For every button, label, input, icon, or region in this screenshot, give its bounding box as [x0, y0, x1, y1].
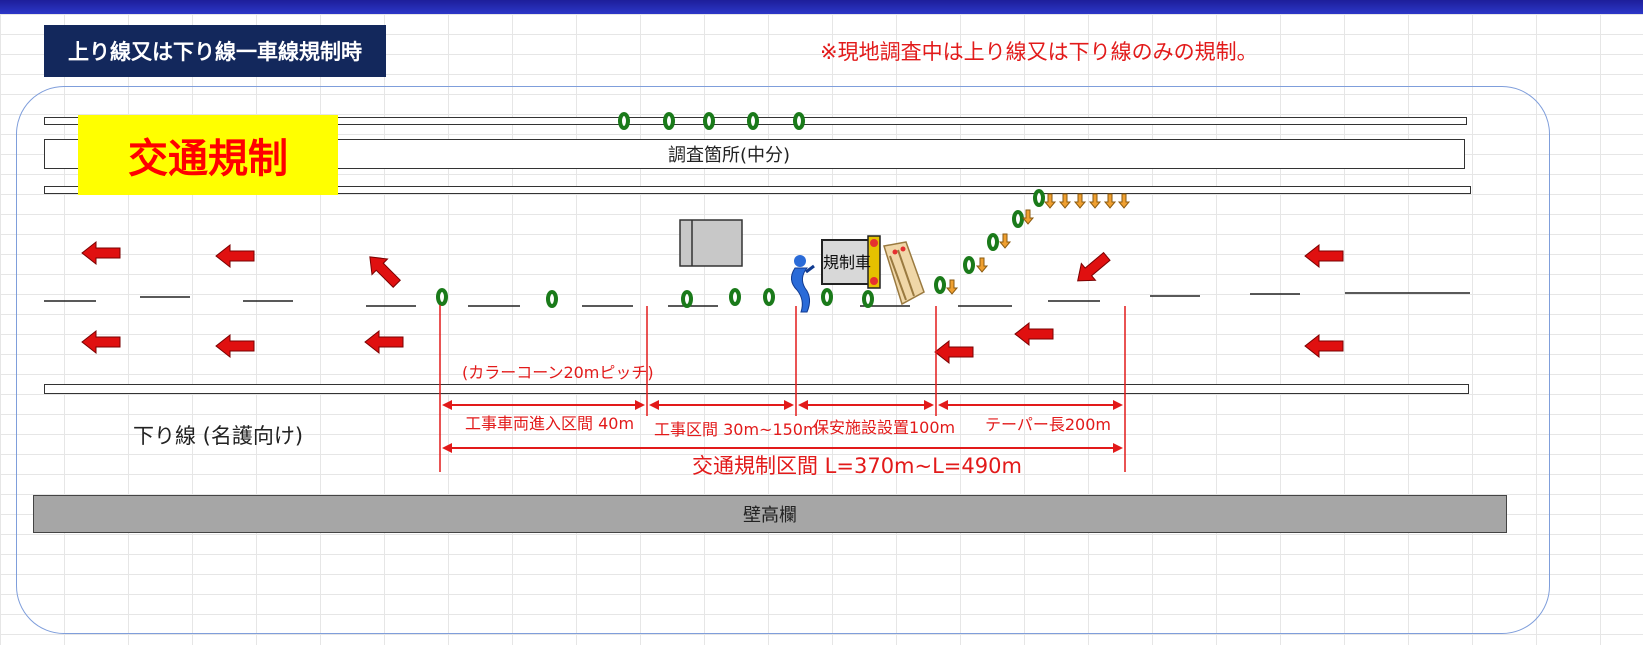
taper-section-label: テーパー長200m [985, 415, 1111, 434]
dimension-extension-lines [439, 305, 1126, 472]
taper-arrow-boards [945, 193, 1131, 295]
traffic-arrow-left-icon [215, 244, 255, 268]
work-truck-icon [679, 219, 743, 267]
down-arrow-board-icon [975, 257, 989, 273]
cone-icon [1033, 189, 1045, 207]
down-arrow-board-icon [1021, 209, 1035, 225]
regulation-vehicle-icon: 規制車 [821, 235, 881, 289]
traffic-arrow-left-icon [1014, 322, 1054, 346]
page-title: 上り線又は下り線一車線規制時 [44, 25, 386, 77]
top-color-bar [0, 0, 1643, 14]
cone-icon [763, 288, 775, 306]
traffic-arrow-left-icon [81, 330, 121, 354]
down-arrow-board-icon [1058, 193, 1072, 209]
cone-icon [436, 288, 448, 306]
cone-icon [618, 112, 630, 130]
wall-railing: 壁高欄 [33, 495, 1507, 533]
cone-pitch-label: (カラーコーン20mピッチ) [462, 363, 654, 382]
cone-icon [1012, 210, 1024, 228]
upper-rail-bottom [44, 186, 1471, 194]
flagger-icon [791, 255, 815, 313]
cone-icon [681, 290, 693, 308]
median-cones [618, 112, 805, 130]
cone-icon [987, 233, 999, 251]
cone-icon [747, 112, 759, 130]
median-label: 調査箇所(中分) [668, 145, 791, 166]
cone-icon [793, 112, 805, 130]
traffic-arrow-left-icon [934, 340, 974, 364]
traffic-arrow-left-icon [81, 241, 121, 265]
vehicle-entry-section-label: 工事車両進入区間 40m [465, 414, 634, 433]
direction-label: 下り線 (名護向け) [133, 424, 304, 448]
safety-section-label: 保安施設設置100m [813, 418, 955, 437]
down-arrow-board-icon [1117, 193, 1131, 209]
cone-icon [934, 276, 946, 294]
survey-notice: ※現地調査中は上り線又は下り線のみの規制。 [820, 40, 1258, 64]
merge-arrow-up-left-icon [361, 248, 406, 293]
lane-cones [436, 189, 1045, 308]
cone-icon [546, 290, 558, 308]
diagram-frame [16, 86, 1550, 634]
regulation-vehicle-label: 規制車 [823, 253, 871, 272]
merge-arrow-down-left-icon [1070, 247, 1115, 290]
traffic-arrow-left-icon [1304, 334, 1344, 358]
traffic-arrow-left-icon [1304, 244, 1344, 268]
down-arrow-board-icon [1043, 193, 1057, 209]
cone-icon [729, 288, 741, 306]
cone-icon [862, 290, 874, 308]
wall-label: 壁高欄 [743, 505, 797, 526]
cone-icon [703, 112, 715, 130]
dimension-arrows [442, 400, 1123, 453]
down-arrow-board-icon [1103, 193, 1117, 209]
down-arrow-board-icon [1073, 193, 1087, 209]
cone-icon [821, 288, 833, 306]
down-arrow-board-icon [1088, 193, 1102, 209]
barrier-sign-icon [883, 241, 925, 306]
cone-icon [963, 256, 975, 274]
lower-rail [44, 384, 1469, 394]
regulation-label: 交通規制 [78, 115, 338, 195]
down-arrow-board-icon [998, 233, 1012, 249]
work-section-label: 工事区間 30m~150m [654, 420, 819, 439]
total-regulation-label: 交通規制区間 L=370m~L=490m [692, 454, 1022, 478]
lane-markings [44, 292, 1470, 307]
cone-icon [663, 112, 675, 130]
traffic-arrow-left-icon [215, 334, 255, 358]
traffic-arrow-left-icon [364, 330, 404, 354]
down-arrow-board-icon [945, 279, 959, 295]
